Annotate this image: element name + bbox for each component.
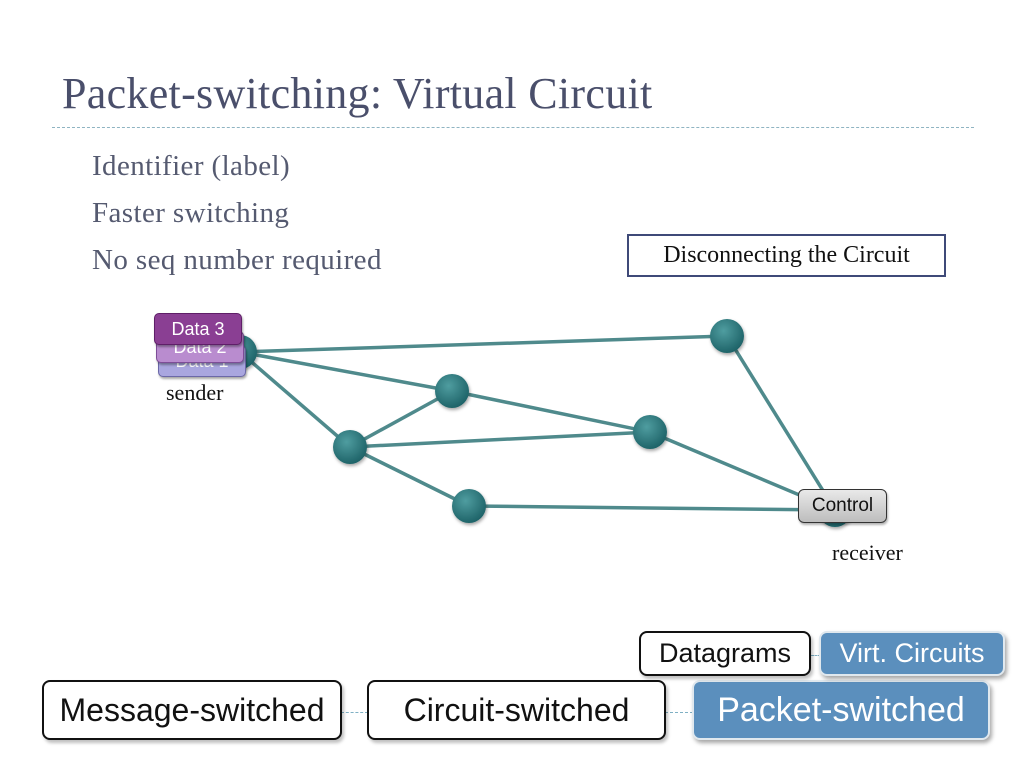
virtual-circuits-box: Virt. Circuits — [819, 631, 1005, 676]
link-left-mid — [349, 389, 453, 449]
title-divider — [52, 127, 974, 128]
link-top-receiver — [725, 335, 837, 511]
disconnecting-callout: Disconnecting the Circuit — [627, 234, 946, 277]
connector-message-circuit — [341, 712, 368, 713]
message-switched-box: Message-switched — [42, 680, 342, 740]
sender-label: sender — [166, 380, 224, 405]
connector-datagrams-virtual — [811, 655, 821, 656]
link-left-right — [349, 430, 651, 449]
bullet-identifier: Identifier (label) — [92, 150, 291, 182]
bullet-faster-switching: Faster switching — [92, 197, 290, 229]
bullet-no-seq-number: No seq number required — [92, 244, 382, 276]
node-bottom — [452, 489, 486, 523]
slide-title: Packet-switching: Virtual Circuit — [62, 69, 653, 118]
connector-circuit-packet — [665, 712, 693, 713]
link-sender-left — [238, 350, 352, 449]
link-left-bottom — [349, 445, 470, 508]
control-packet: Control — [798, 489, 887, 523]
node-top-right — [710, 319, 744, 353]
link-mid-right — [451, 389, 651, 434]
link-sender-mid — [239, 350, 453, 393]
link-sender-top — [239, 334, 728, 354]
datagrams-box: Datagrams — [639, 631, 811, 676]
node-left — [333, 430, 367, 464]
network-links — [238, 334, 837, 512]
receiver-label: receiver — [832, 540, 903, 565]
bullet-list: Identifier (label) Faster switching No s… — [92, 143, 382, 284]
node-middle — [435, 374, 469, 408]
packet-data-3: Data 3 — [154, 313, 242, 345]
node-right — [633, 415, 667, 449]
link-bottom-receiver — [468, 504, 836, 512]
packet-switched-box: Packet-switched — [692, 680, 990, 740]
circuit-switched-box: Circuit-switched — [367, 680, 666, 740]
